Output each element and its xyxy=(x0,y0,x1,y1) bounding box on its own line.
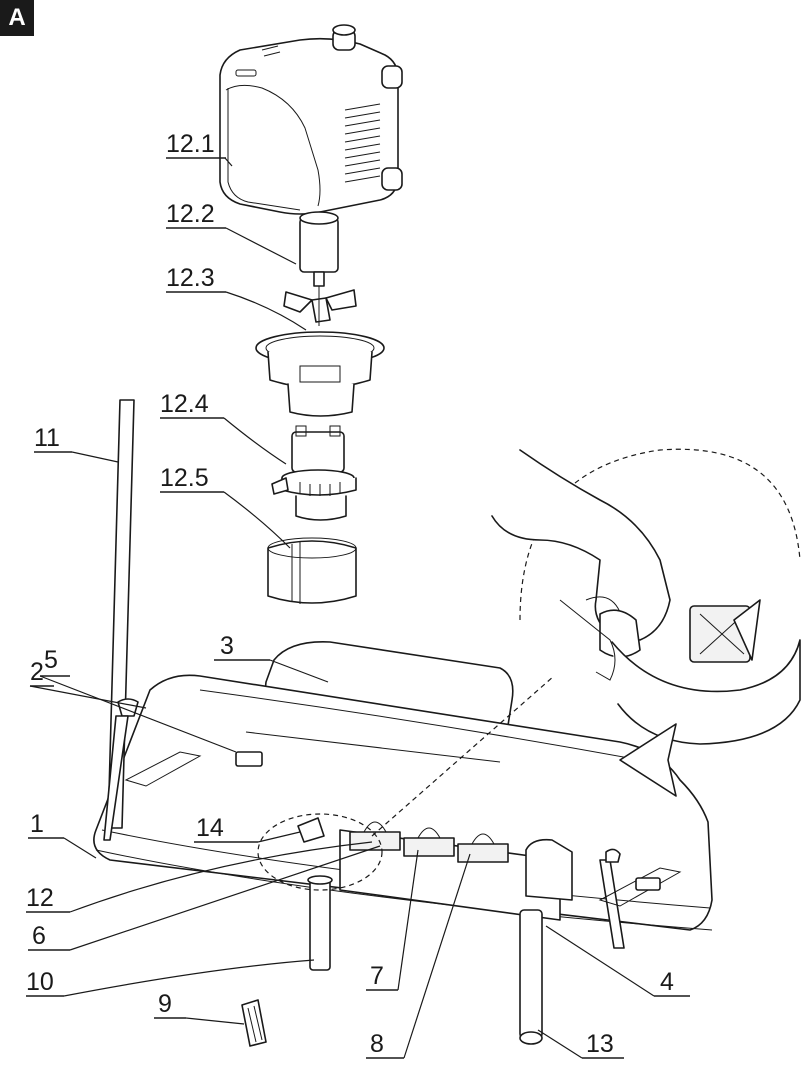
callout-9: 9 xyxy=(158,990,172,1018)
shaft-adapter xyxy=(272,426,356,520)
callout-3: 3 xyxy=(220,632,234,660)
callout-8: 8 xyxy=(370,1030,384,1058)
callout-5: 5 xyxy=(44,646,58,674)
pump-housing xyxy=(220,25,402,214)
callout-14: 14 xyxy=(196,814,224,842)
intake-strainer-9 xyxy=(242,1000,266,1046)
callout-12: 12 xyxy=(26,884,54,912)
callout-10: 10 xyxy=(26,968,54,996)
callout-12-5: 12.5 xyxy=(160,464,209,492)
callout-11: 11 xyxy=(34,424,60,452)
pump-sleeve xyxy=(268,538,356,604)
callout-1: 1 xyxy=(30,810,44,838)
pump-rotor xyxy=(300,212,338,286)
callout-6: 6 xyxy=(32,922,46,950)
impeller xyxy=(284,286,356,326)
pump-volute-ring xyxy=(256,332,384,416)
callout-12-3: 12.3 xyxy=(166,264,215,292)
callout-13: 13 xyxy=(586,1030,614,1058)
callout-12-1: 12.1 xyxy=(166,130,215,158)
intake-pipe-13 xyxy=(520,910,542,1044)
callout-7: 7 xyxy=(370,962,384,990)
intake-pipe-10 xyxy=(308,876,332,970)
callout-2: 2 xyxy=(30,658,44,686)
callout-12-4: 12.4 xyxy=(160,390,209,418)
callout-4: 4 xyxy=(660,968,674,996)
callout-12-2: 12.2 xyxy=(166,200,215,228)
